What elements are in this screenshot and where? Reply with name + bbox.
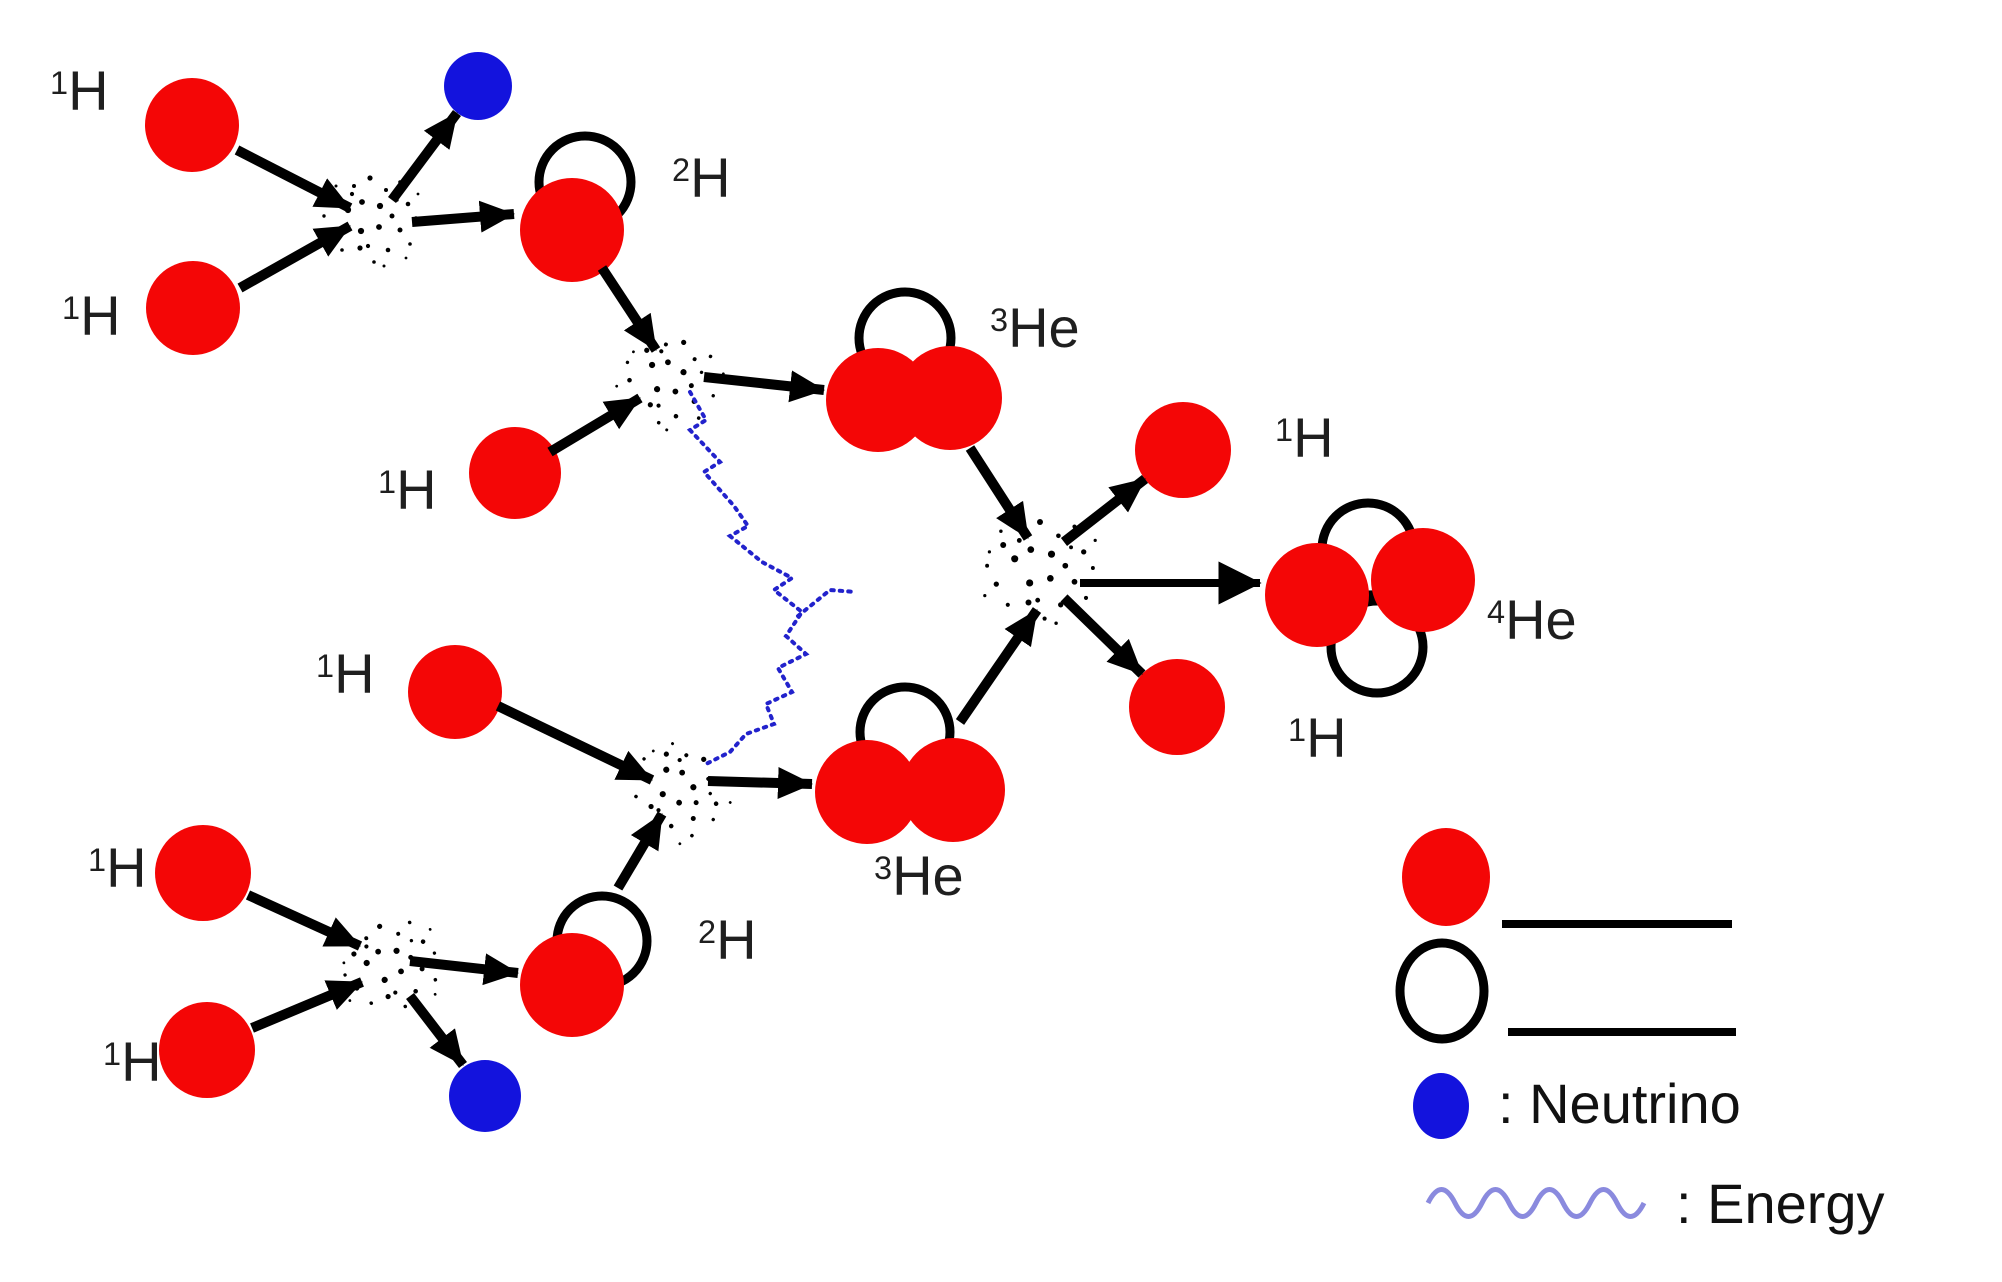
legend-energy-label: : Energy — [1676, 1172, 1885, 1235]
reaction-arrow — [965, 445, 1033, 541]
reaction-arrow — [495, 701, 655, 785]
proton-circle — [1129, 659, 1225, 755]
reaction-arrow — [1060, 594, 1146, 678]
label-2H: 2H — [698, 908, 757, 971]
label-1H: 1H — [316, 642, 375, 705]
energy-zigzag-branch — [796, 587, 858, 618]
reaction-arrow — [234, 145, 353, 213]
reaction-arrow — [613, 811, 667, 891]
reaction-arrow — [250, 977, 364, 1033]
label-4He: 4He — [1487, 588, 1577, 651]
proton-circles — [145, 78, 1475, 1098]
proton-circle — [159, 1002, 255, 1098]
reaction-arrow — [411, 200, 515, 233]
reaction-arrow — [1060, 475, 1149, 546]
reaction-arrow — [387, 110, 462, 203]
reaction-arrow — [409, 953, 519, 986]
label-1H: 1H — [88, 836, 147, 899]
helium4-proton-circle — [1371, 528, 1475, 632]
energy-zigzag — [686, 390, 810, 766]
deuterium-proton-circle — [520, 933, 624, 1037]
proton-circle — [1135, 402, 1231, 498]
legend-neutron-ring — [1395, 938, 1489, 1044]
reaction-arrow — [245, 890, 363, 951]
label-1H: 1H — [103, 1030, 162, 1093]
label-1H: 1H — [378, 458, 437, 521]
energy-zigzags — [686, 390, 858, 766]
reaction-arrow — [237, 221, 353, 293]
reaction-arrow — [703, 370, 825, 403]
neutrino-circle — [449, 1060, 521, 1132]
proton-circle — [145, 78, 239, 172]
label-1H: 1H — [62, 284, 121, 347]
neutrino-circles — [444, 52, 521, 1132]
collision-burst-icon — [606, 323, 731, 444]
collision-burst-icon — [608, 725, 744, 860]
label-1H: 1H — [1288, 706, 1347, 769]
legend-proton-circle — [1402, 828, 1490, 926]
label-2H: 2H — [672, 146, 731, 209]
proton-circle — [155, 825, 251, 921]
reaction-arrow — [547, 393, 643, 457]
label-1H: 1H — [50, 59, 109, 122]
proton-circle — [146, 261, 240, 355]
collision-bursts — [320, 175, 1097, 1026]
reaction-arrow — [597, 265, 661, 353]
label-3He: 3He — [990, 296, 1080, 359]
legend-energy-wave-icon — [1425, 1187, 1647, 1219]
neutrino-circle — [444, 52, 512, 120]
helium3-proton-circle — [901, 738, 1005, 842]
legend-shapes — [1395, 828, 1736, 1219]
helium3-proton-circle — [815, 740, 919, 844]
proton-circle — [408, 645, 502, 739]
label-1H: 1H — [1275, 406, 1334, 469]
reaction-arrow — [406, 992, 467, 1069]
label-3He: 3He — [874, 844, 964, 907]
helium4-proton-circle — [1265, 543, 1369, 647]
proton-circle — [469, 427, 561, 519]
reaction-arrow — [955, 607, 1042, 725]
deuterium-proton-circle — [520, 178, 624, 282]
helium3-proton-circle — [898, 346, 1002, 450]
legend-neutrino-label: : Neutrino — [1498, 1072, 1741, 1135]
legend-neutrino-circle — [1413, 1073, 1469, 1139]
